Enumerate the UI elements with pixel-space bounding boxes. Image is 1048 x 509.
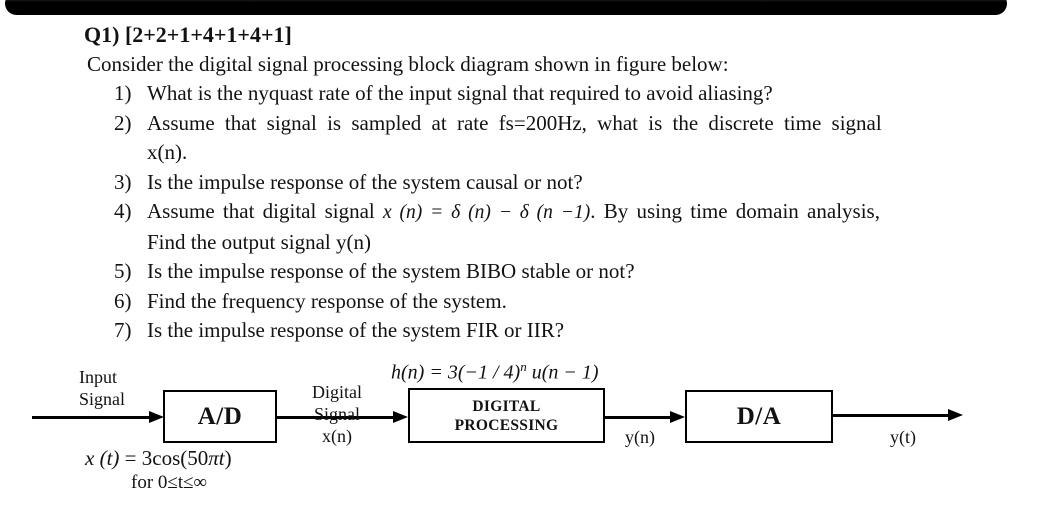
xt-formula-pi-term: πt: [208, 446, 225, 470]
input-signal-label-line2: Signal: [79, 389, 126, 409]
question-item-4: 4) Assume that digital signal x (n) = δ …: [84, 197, 1004, 228]
xt-formula-var: x (t): [85, 446, 120, 470]
question-item-3: 3) Is the impulse response of the system…: [84, 168, 1004, 198]
question-text: Is the impulse response of the system ca…: [147, 169, 583, 194]
question-text-continuation: x(n).: [147, 140, 188, 164]
question-number: 2): [114, 110, 132, 135]
question-number: 7): [114, 318, 132, 342]
digital-signal-label-line1: Digital: [312, 382, 362, 402]
question-item-1: 1) What is the nyquast rate of the input…: [84, 79, 1004, 109]
question-intro: Consider the digital signal processing b…: [87, 51, 729, 76]
impulse-response-formula: h(n) = 3(−1 / 4)n u(n − 1): [391, 359, 599, 385]
h-formula-left: h(n) = 3(−1 / 4): [391, 361, 521, 384]
xt-formula-close: ): [224, 446, 232, 470]
question-item-2: 2) Assume that signal is sampled at rate…: [84, 109, 1004, 139]
ad-to-dp-arrowhead-icon: [393, 411, 408, 423]
input-arrowhead-icon: [149, 411, 164, 423]
question-text: Is the impulse response of the system BI…: [147, 259, 635, 283]
question-item-6: 6) Find the frequency response of the sy…: [84, 287, 1004, 317]
question-item-7: 7) Is the impulse response of the system…: [84, 316, 1004, 346]
question-text: Find the frequency response of the syste…: [147, 288, 507, 313]
input-signal-label: Input Signal: [79, 366, 125, 410]
xt-formula-mid: = 3cos(50: [119, 446, 209, 470]
top-border-bar: [5, 0, 1007, 15]
question-block: Q1) [2+2+1+4+1+4+1] Consider the digital…: [84, 20, 1004, 346]
yt-label: y(t): [890, 427, 916, 447]
digital-signal-label-line3: x(n): [322, 426, 352, 446]
digital-processing-label-line2: PROCESSING: [454, 416, 559, 434]
question-number: 1): [114, 81, 132, 105]
question-number: 3): [114, 169, 132, 194]
digital-processing-box: DIGITAL PROCESSING: [408, 388, 605, 443]
question-number: 6): [114, 288, 132, 313]
digital-signal-label: Digital Signal x(n): [299, 381, 375, 447]
output-arrow-line: [833, 414, 949, 417]
ad-to-dp-arrow-line: [277, 416, 395, 419]
question-text: Assume that digital signal x (n) = δ (n)…: [147, 197, 1004, 228]
digital-processing-label-line1: DIGITAL: [472, 397, 541, 415]
input-signal-label-line1: Input: [79, 367, 117, 387]
question-text: Is the impulse response of the system FI…: [147, 318, 565, 342]
input-arrow-line: [32, 416, 151, 419]
dp-to-da-arrowhead-icon: [670, 411, 685, 423]
question-item-5: 5) Is the impulse response of the system…: [84, 257, 1004, 287]
h-formula-exponent: n: [520, 359, 527, 374]
h-formula-right: u(n − 1): [526, 361, 599, 384]
question-text-segment: Assume that digital signal: [147, 199, 383, 223]
time-domain-label: for 0≤t≤∞: [131, 472, 208, 493]
da-converter-label: D/A: [736, 402, 782, 430]
question-text: Assume that signal is sampled at rate fs…: [147, 110, 882, 135]
dp-to-da-arrow-line: [605, 416, 672, 419]
ad-converter-label: A/D: [197, 402, 243, 430]
question-text-segment: . By using time domain analysis,: [590, 199, 880, 223]
da-converter-box: D/A: [685, 390, 833, 443]
question-text: What is the nyquast rate of the input si…: [147, 81, 773, 105]
inline-math: x (n) = δ (n) − δ (n −1): [382, 202, 591, 223]
question-number: 5): [114, 259, 132, 283]
ad-converter-box: A/D: [163, 390, 277, 443]
question-title: Q1) [2+2+1+4+1+4+1]: [84, 22, 292, 47]
digital-signal-label-line2: Signal: [313, 404, 360, 424]
question-text-continuation: Find the output signal y(n): [147, 229, 371, 254]
question-number: 4): [114, 199, 132, 223]
input-signal-formula: x (t) = 3cos(50πt): [85, 446, 232, 471]
output-arrowhead-icon: [948, 409, 963, 421]
yn-label: y(n): [625, 427, 655, 447]
